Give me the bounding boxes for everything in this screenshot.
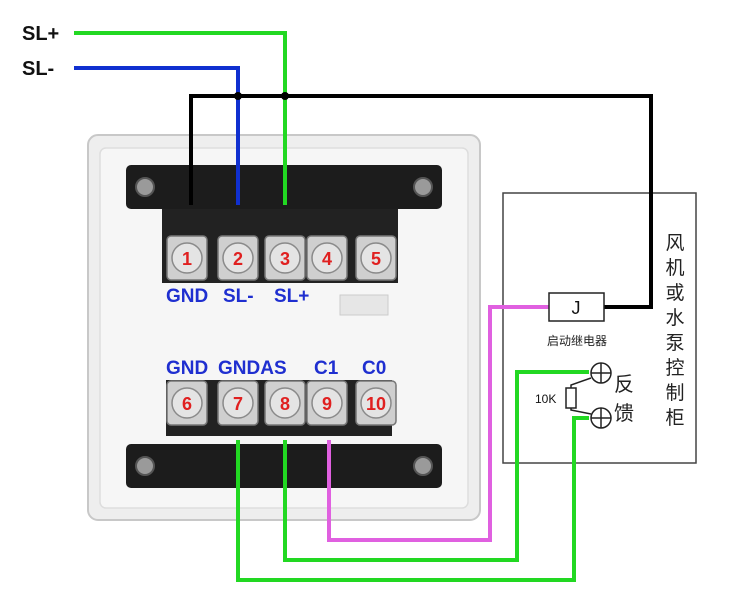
sl-minus-wire-label: SL- [22,58,54,80]
module-slot [339,294,389,316]
feedback-char-2: 馈 [614,401,634,425]
resistor-label: 10K [535,392,556,406]
top-label-sl-minus: SL- [223,286,254,307]
bottom-terminal-7: 7 [217,380,259,426]
sl-plus-wire-label: SL+ [22,23,59,45]
bottom-screws: 6 7 8 9 10 [166,380,397,426]
top-terminal-4: 4 [306,235,348,281]
top-label-sl-plus: SL+ [274,286,309,307]
top-terminal-3: 3 [264,235,306,281]
bottom-terminal-8: 8 [264,380,306,426]
cabinet-title-char: 水 [665,307,684,329]
relay-symbol: J [572,298,581,318]
resistor [565,387,577,409]
cabinet-title-char: 机 [665,257,684,279]
feedback-contact-top [590,362,612,384]
top-terminal-5: 5 [355,235,397,281]
screw-head [222,242,254,274]
bottom-label-gndas: GNDAS [218,358,287,379]
top-terminal-1: 1 [166,235,208,281]
cabinet-title-char: 或 [665,282,684,304]
screw-head [311,242,343,274]
top-terminal-2: 2 [217,235,259,281]
screw-head [360,387,392,419]
wire-junction [234,92,242,100]
cabinet-title-char: 柜 [665,407,684,429]
ground-wire [189,94,653,309]
sl-minus-wire [74,66,240,205]
cabinet-title-char: 控 [665,357,684,379]
terminal-number: 10 [366,394,386,414]
feedback-wire-b [236,416,589,582]
terminal-number: 5 [371,249,381,269]
feedback-wire-a [283,370,589,562]
c1-wire [327,305,549,542]
bottom-label-c1: C1 [314,358,339,379]
bottom-label-gnd: GND [166,358,208,379]
relay-caption: 启动继电器 [547,334,607,348]
relay-box [548,292,605,322]
sl-plus-wire [74,31,287,205]
screw-head [311,387,343,419]
top-label-gnd: GND [166,286,208,307]
feedback-char-1: 反 [614,372,634,396]
screw-head [171,387,203,419]
wire-junction [281,92,289,100]
top-screws: 1 2 3 4 5 [166,235,397,281]
screw-head [360,242,392,274]
bottom-terminal-6: 6 [166,380,208,426]
cabinet-title-char: 制 [665,382,684,404]
bottom-terminal-9: 9 [306,380,348,426]
cabinet-title-char: 泵 [665,332,684,354]
terminal-number: 3 [280,249,290,269]
screw-head [269,387,301,419]
feedback-contact-bottom [590,407,612,429]
screw-head [171,242,203,274]
terminal-number: 1 [182,249,192,269]
terminal-number: 8 [280,394,290,414]
terminal-number: 4 [322,249,332,269]
screw-head [269,242,301,274]
bottom-label-c0: C0 [362,358,386,379]
cabinet-title-char: 风 [665,232,684,254]
terminal-number: 9 [322,394,332,414]
terminal-number: 2 [233,249,243,269]
terminal-number: 7 [233,394,243,414]
bottom-terminal-10: 10 [355,380,397,426]
terminal-number: 6 [182,394,192,414]
screw-head [222,387,254,419]
